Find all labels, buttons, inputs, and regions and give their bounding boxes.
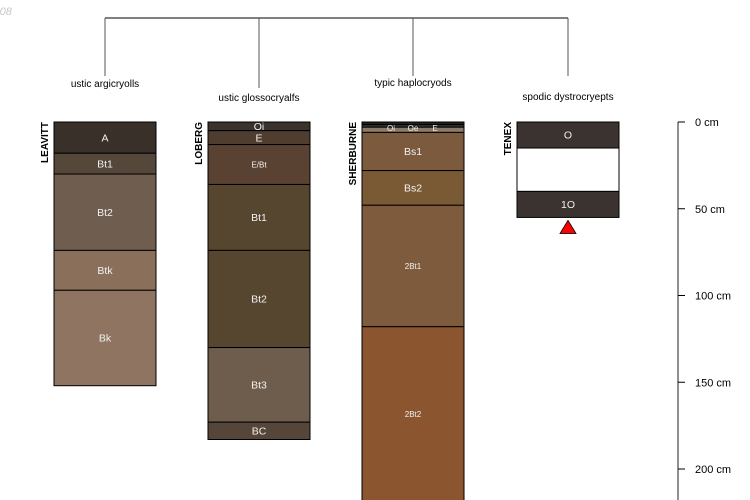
profile-name: TENEX bbox=[503, 122, 514, 156]
horizon-1O bbox=[516, 190, 620, 218]
horizon-label: Oi bbox=[254, 121, 265, 133]
taxon-label: ustic glossocryalfs bbox=[218, 93, 299, 104]
horizon-Bt2 bbox=[207, 249, 311, 349]
horizon-label: Oi bbox=[387, 124, 395, 133]
profile-name: SHERBURNE bbox=[348, 122, 359, 186]
horizon-Btk bbox=[53, 249, 157, 291]
horizon-BC bbox=[207, 421, 311, 441]
axis-tick-label: 200 cm bbox=[695, 464, 731, 476]
horizon-Bk bbox=[53, 289, 157, 387]
horizon-label: E bbox=[255, 132, 262, 144]
horizon-label: Bt2 bbox=[251, 294, 267, 306]
horizon-label: Bt2 bbox=[97, 207, 113, 219]
horizon-label: E/Bt bbox=[251, 160, 267, 169]
axis-tick-label: 100 cm bbox=[695, 291, 731, 303]
horizon-O bbox=[516, 121, 620, 149]
horizon-label: A bbox=[101, 132, 108, 144]
horizon-E/Bt bbox=[207, 144, 311, 185]
horizon-label: BC bbox=[252, 426, 267, 438]
horizon-label: 1O bbox=[561, 199, 575, 211]
horizon-label: Bk bbox=[99, 333, 112, 345]
horizon-label: Bs1 bbox=[404, 146, 422, 158]
horizon-label: Bt1 bbox=[97, 158, 113, 170]
horizon-label: 2Bt1 bbox=[405, 262, 422, 271]
horizon-label: Btk bbox=[97, 265, 113, 277]
horizon-label: Bt1 bbox=[251, 212, 267, 224]
taxon-label: ustic argicryolls bbox=[71, 79, 139, 90]
horizon-gap bbox=[516, 147, 620, 192]
horizon-Bs2 bbox=[361, 170, 465, 206]
horizon-label: O bbox=[564, 130, 572, 142]
horizon-label: Bs2 bbox=[404, 183, 422, 195]
truncation-marker-icon bbox=[559, 219, 577, 234]
axis-tick-label: 150 cm bbox=[695, 377, 731, 389]
taxon-label: spodic dystrocryepts bbox=[522, 92, 613, 103]
profile-name: LEAVITT bbox=[40, 122, 51, 163]
horizon-A bbox=[53, 121, 157, 154]
horizon-Bs1 bbox=[361, 131, 465, 172]
profile-name: LOBERG bbox=[194, 122, 205, 165]
corner-text: -08 bbox=[0, 6, 12, 18]
horizon-Bt3 bbox=[207, 347, 311, 423]
horizon-label: 2Bt2 bbox=[405, 410, 422, 419]
horizon-label: E bbox=[432, 124, 437, 133]
horizon-label: Oe bbox=[408, 124, 419, 133]
taxon-label: typic haplocryods bbox=[374, 78, 451, 89]
axis-tick-label: 0 cm bbox=[695, 117, 719, 129]
horizon-2Bt1 bbox=[361, 204, 465, 328]
axis-tick-label: 50 cm bbox=[695, 204, 725, 216]
horizon-label: Bt3 bbox=[251, 380, 267, 392]
horizon-2Bt2 bbox=[361, 326, 465, 500]
